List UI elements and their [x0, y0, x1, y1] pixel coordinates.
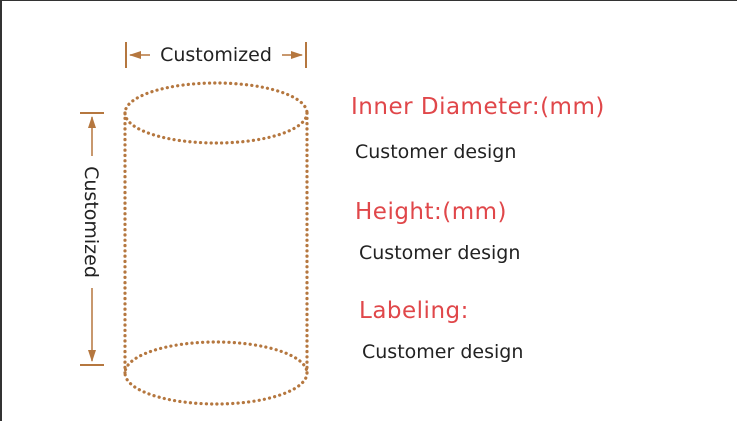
spec-value-inner-diameter: Customer design	[355, 141, 517, 163]
spec-value-height: Customer design	[359, 242, 521, 264]
width-dimension-label: Customized	[160, 44, 272, 66]
spec-label-inner-diameter: Inner Diameter:(mm)	[351, 94, 605, 120]
height-dimension-arrow-bottom	[88, 350, 96, 362]
width-dimension-arrow-right	[291, 51, 303, 59]
width-dimension: Customized	[125, 42, 307, 68]
cylinder-top-ellipse	[123, 81, 309, 145]
cylinder-bottom-ellipse	[123, 340, 309, 406]
spec-label-labeling: Labeling:	[359, 298, 469, 324]
height-dimension-label: Customized	[80, 166, 102, 278]
spec-value-labeling: Customer design	[362, 341, 524, 363]
height-dimension: Customized	[80, 112, 104, 366]
width-dimension-arrow-left	[129, 51, 141, 59]
width-dimension-label-bg	[150, 42, 282, 66]
height-dimension-label-bg	[80, 156, 104, 288]
height-dimension-arrow-top	[88, 116, 96, 128]
cylinder	[123, 81, 309, 406]
spec-label-height: Height:(mm)	[355, 199, 508, 225]
